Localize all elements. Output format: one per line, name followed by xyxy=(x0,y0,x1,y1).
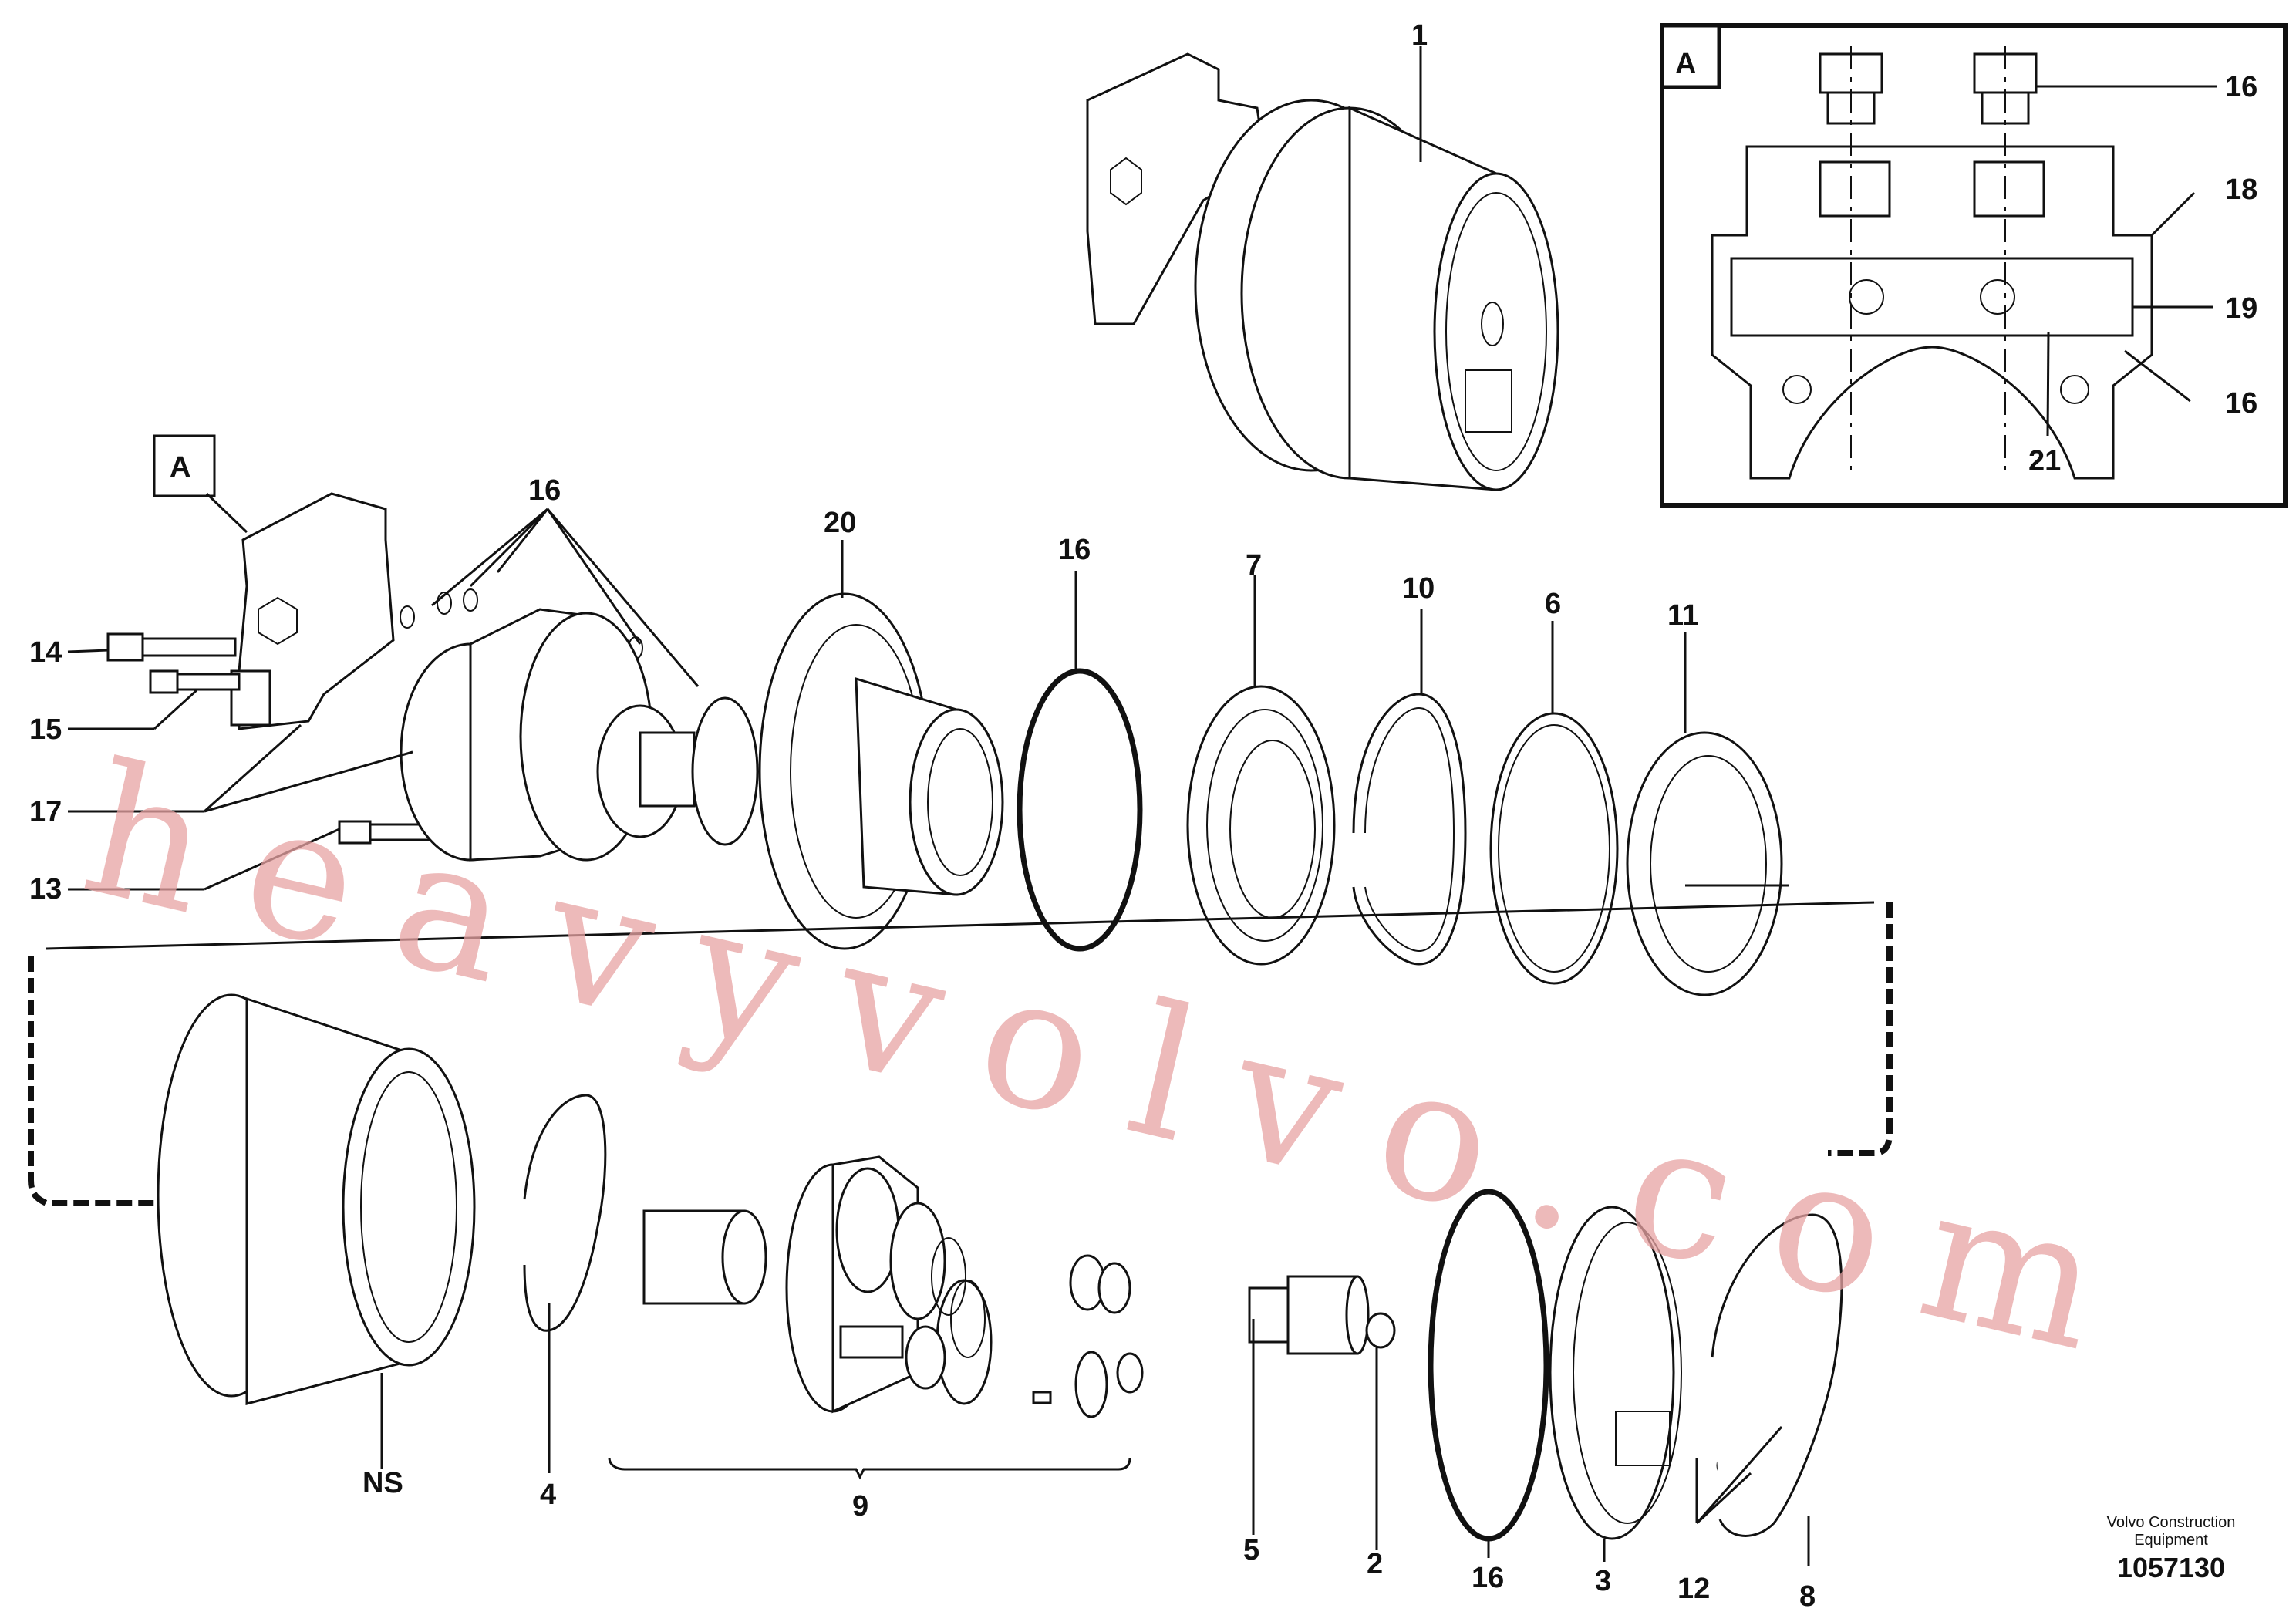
callout-16-oring: 16 xyxy=(1058,534,1091,566)
callout-3: 3 xyxy=(1595,1565,1611,1597)
callout-17: 17 xyxy=(29,796,62,828)
motor-housing xyxy=(400,608,759,862)
callout-11: 11 xyxy=(1667,599,1698,632)
callout-20: 20 xyxy=(824,507,856,539)
detail-callout-16a: 16 xyxy=(2225,71,2257,103)
callout-16-top: 16 xyxy=(528,474,561,507)
detail-a-tag: A xyxy=(1675,48,1696,80)
drawing-number: 1057130 xyxy=(2117,1552,2225,1583)
footer-company-line-1: Volvo Construction xyxy=(2107,1514,2236,1531)
part-14-bolt xyxy=(106,632,237,662)
part-1-travel-motor-assembly xyxy=(1086,52,1559,491)
footer-company-line-2: Equipment xyxy=(2134,1532,2208,1549)
callout-4: 4 xyxy=(540,1479,556,1511)
callout-6: 6 xyxy=(1545,588,1561,620)
callout-13: 13 xyxy=(29,873,62,905)
callout-16-bottom: 16 xyxy=(1472,1562,1504,1594)
part-ns-ring-gear-housing xyxy=(157,993,476,1405)
callout-12: 12 xyxy=(1677,1573,1710,1605)
leader-lines xyxy=(67,46,1810,1566)
callout-14: 14 xyxy=(29,636,62,669)
part-8-retaining-ring xyxy=(1711,1213,1843,1537)
part-16-large-oring xyxy=(1017,668,1143,952)
view-a-marker xyxy=(153,434,216,497)
callout-10: 10 xyxy=(1402,572,1435,605)
assembly-bracket xyxy=(28,902,1893,1206)
part-10-snap-ring xyxy=(1352,693,1467,966)
callout-2: 2 xyxy=(1367,1548,1383,1580)
callout-9: 9 xyxy=(852,1490,868,1523)
callout-15: 15 xyxy=(29,713,62,746)
detail-view-a xyxy=(1660,23,2288,508)
part-9-planetary-carrier-set xyxy=(608,1155,1144,1480)
callout-7: 7 xyxy=(1246,549,1262,582)
callout-5: 5 xyxy=(1243,1534,1259,1566)
part-11-floating-seal xyxy=(1626,731,1783,996)
detail-callout-19: 19 xyxy=(2225,292,2257,325)
detail-callout-18: 18 xyxy=(2225,174,2257,206)
part-4-snap-ring xyxy=(523,1094,607,1332)
part-20-hub-flange xyxy=(758,592,1004,950)
part-3-cover xyxy=(1549,1206,1682,1540)
part-5-sun-gear xyxy=(1248,1275,1370,1355)
part-7-bearing xyxy=(1186,685,1336,966)
part-6-ring xyxy=(1489,712,1619,985)
part-17-valve-block xyxy=(230,492,395,730)
detail-callout-21: 21 xyxy=(2028,445,2061,477)
callout-ns: NS xyxy=(362,1467,403,1499)
view-a-marker-label: A xyxy=(170,451,190,484)
part-15-bolt xyxy=(149,669,241,694)
callout-8: 8 xyxy=(1799,1580,1816,1613)
detail-callout-16b: 16 xyxy=(2225,387,2257,420)
part-2-thrust-plug xyxy=(1365,1312,1396,1349)
callout-1: 1 xyxy=(1411,19,1428,52)
